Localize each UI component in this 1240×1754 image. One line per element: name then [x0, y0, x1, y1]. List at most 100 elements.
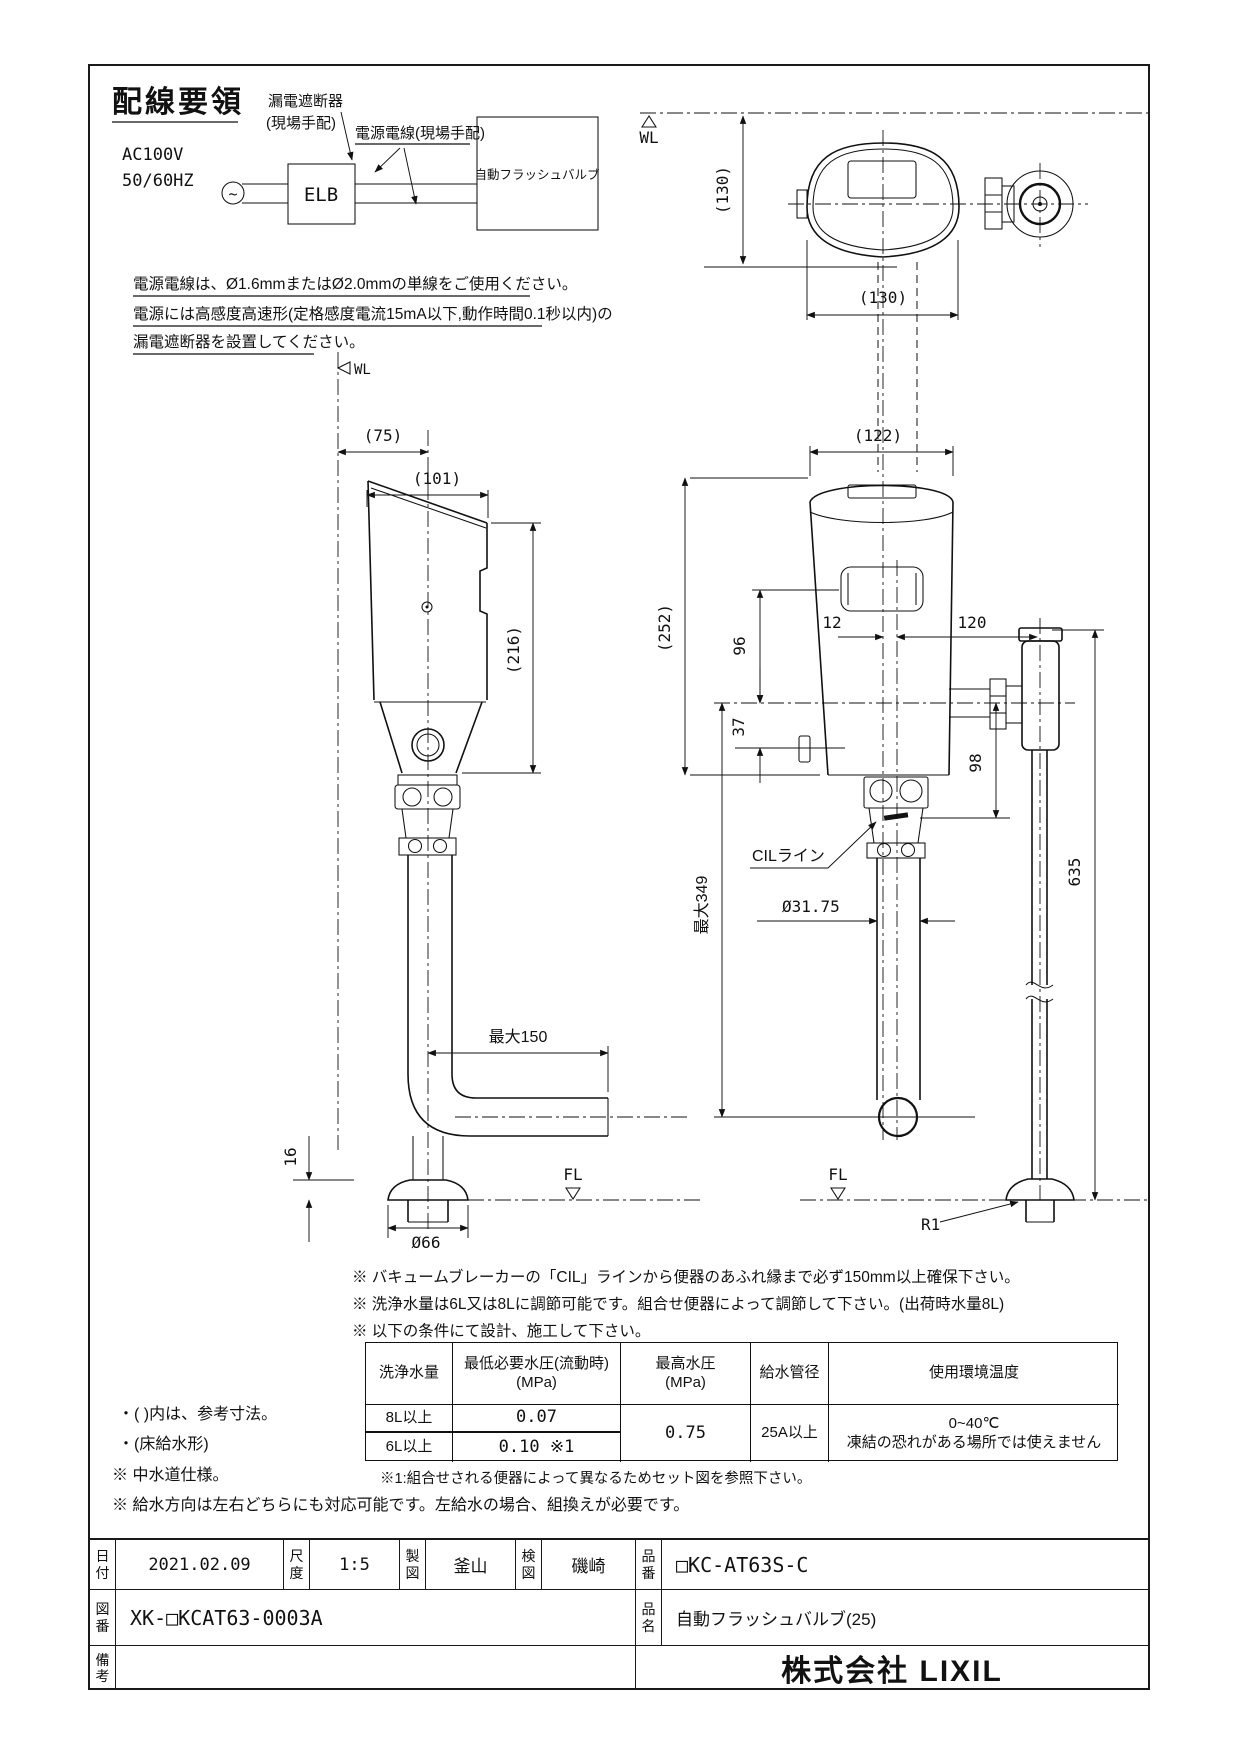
side-fl-label: FL: [563, 1165, 582, 1184]
valve-body-top-outline: [806, 142, 960, 258]
front-dim-max349: 最大349: [693, 876, 711, 935]
min-pressure-line2: (MPa): [516, 1373, 557, 1391]
flush-valve-box: [476, 116, 599, 231]
top-view: WL (130) (130): [639, 112, 1148, 472]
min-pressure-line1: 最低必要水圧(流動時): [464, 1354, 609, 1372]
front-dim-252: (252): [655, 604, 674, 652]
cell-volume-8l: 8L以上: [366, 1405, 453, 1433]
elb-box: [287, 163, 356, 225]
drafter-value: 釜山: [426, 1540, 516, 1590]
table-footnote: ※1:組合せされる便器によって異なるためセット図を参照下さい。: [380, 1471, 812, 1487]
power-spec-frequency: 50/60HZ: [122, 171, 194, 191]
sensor-window-front: [840, 566, 924, 612]
spec-table: 洗浄水量 最低必要水圧(流動時) (MPa) 最高水圧 (MPa) 給水管径 使…: [365, 1342, 1119, 1462]
cell-pressure-6l: 0.10 ※1: [453, 1433, 621, 1462]
cell-pipe-dia: 25A以上: [751, 1405, 829, 1462]
note-line-3: ※ 以下の条件にて設計、施工して下さい。: [352, 1323, 651, 1340]
reference-notes: ・( )内は、参考寸法。 ・(床給水形): [118, 1400, 277, 1460]
temp-range: 0~40℃: [948, 1414, 1000, 1432]
front-dim-635: 635: [1065, 858, 1084, 887]
col-header-pipe-dia: 給水管径: [751, 1343, 829, 1405]
flush-valve-box-label: 自動フラッシュバルブ: [474, 167, 600, 182]
wiring-note-3: 漏電遮断器を設置してください。: [133, 333, 365, 351]
union-nut-side: [394, 784, 461, 810]
product-name-label: 品名: [636, 1590, 662, 1645]
spec-note-1: ※ 中水道仕様。: [112, 1467, 229, 1484]
col-header-min-pressure: 最低必要水圧(流動時) (MPa): [453, 1343, 621, 1405]
general-notes: ※ バキュームブレーカーの「CIL」ラインから便器のあふれ縁まで必ず150mm以…: [352, 1264, 1020, 1345]
outlet-bend: [407, 1073, 471, 1137]
valve-body-front: [809, 484, 954, 503]
remarks-value: [116, 1646, 636, 1690]
scale-label: 尺度: [284, 1540, 310, 1590]
front-fl-label: FL: [828, 1165, 847, 1184]
front-dim-12: 12: [822, 613, 841, 632]
date-label: 日付: [90, 1540, 116, 1590]
floor-flange-side: [387, 1179, 469, 1201]
wiring-diagram: 配線要領 漏電遮断器 (現場手配) 電源電線(現場手配) AC100V 50/6…: [112, 85, 613, 355]
cell-max-pressure: 0.75: [621, 1405, 751, 1462]
note-line-1: ※ バキュームブレーカーの「CIL」ラインから便器のあふれ縁まで必ず150mm以…: [352, 1269, 1020, 1286]
col-header-temp: 使用環境温度: [829, 1343, 1119, 1405]
ac-source-icon: [221, 181, 245, 205]
checker-label: 検図: [516, 1540, 542, 1590]
front-dim-120: 120: [958, 613, 987, 632]
side-dim-216: (216): [504, 626, 523, 674]
supply-nut-top: [984, 177, 1003, 230]
side-wl-label: WL: [354, 362, 371, 378]
drawing-canvas: 配線要領 漏電遮断器 (現場手配) 電源電線(現場手配) AC100V 50/6…: [112, 85, 1148, 1252]
spec-note-2: ※ 給水方向は左右どちらにも対応可能です。左給水の場合、組換えが必要です。: [112, 1497, 690, 1514]
part-no-label: 品番: [636, 1540, 662, 1590]
fl-marker-side-icon: [565, 1187, 581, 1200]
cable-leader-1: [374, 147, 401, 173]
side-dim-16: 16: [281, 1147, 300, 1166]
company-logo: 株式会社 LIXIL: [781, 1655, 1003, 1688]
scale-value: 1:5: [310, 1540, 400, 1590]
cil-line-label: CILライン: [752, 848, 825, 865]
top-dim-height: (130): [713, 166, 732, 214]
col-header-max-pressure: 最高水圧 (MPa): [621, 1343, 751, 1405]
side-dim-101: (101): [413, 469, 461, 488]
side-dim-66: Ø66: [412, 1233, 441, 1252]
breaker-leader: [340, 111, 354, 161]
wiring-title: 配線要領: [112, 85, 244, 119]
note-line-2: ※ 洗浄水量は6L又は8Lに調節可能です。組合せ便器によって調節して下さい。(出…: [352, 1296, 1005, 1313]
union-nut-front: [863, 776, 929, 809]
wiring-note-1: 電源電線は、Ø1.6mmまたはØ2.0mmの単線をご使用ください。: [133, 275, 577, 293]
cell-pressure-8l: 0.07: [453, 1405, 621, 1433]
front-dim-3175: Ø31.75: [782, 897, 840, 916]
cable-leader-2: [403, 147, 418, 205]
temp-warning: 凍結の恐れがある場所では使えません: [846, 1433, 1102, 1451]
front-dim-r1: R1: [921, 1215, 940, 1234]
wl-marker-side-icon: [336, 361, 351, 375]
ref-note-2: ・(床給水形): [118, 1436, 209, 1453]
side-tab-front: [798, 735, 811, 763]
side-dim-max150: 最大150: [489, 1028, 548, 1046]
fixing-screw-icon: [421, 601, 433, 613]
spout-nozzle: [411, 728, 445, 762]
front-dim-37: 37: [729, 717, 748, 736]
cable-label: 電源電線(現場手配): [355, 125, 485, 142]
cell-temp: 0~40℃ 凍結の恐れがある場所では使えません: [829, 1405, 1119, 1462]
front-dim-98: 98: [966, 753, 985, 772]
supply-nut-front: [989, 678, 1007, 730]
ac-wave-icon: ~: [228, 185, 237, 203]
max-pressure-line2: (MPa): [665, 1373, 706, 1391]
fl-marker-front-icon: [830, 1187, 846, 1200]
product-name-value: 自動フラッシュバルブ(25): [676, 1610, 877, 1630]
checker-value: 磯崎: [542, 1540, 636, 1590]
front-dim-122: (122): [854, 426, 902, 445]
drafter-label: 製図: [400, 1540, 426, 1590]
floor-flange-front: [1005, 1178, 1075, 1201]
title-block: 日付 2021.02.09 尺度 1:5 製図 釜山 検図 磯崎 品番 □KC-…: [88, 1538, 1150, 1690]
wiring-note-2: 電源には高感度高速形(定格感度電流15mA以下,動作時間0.1秒以内)の: [133, 305, 613, 323]
cell-volume-6l: 6L以上: [366, 1433, 453, 1462]
side-dim-75: (75): [364, 426, 403, 445]
breaker-label: 漏電遮断器: [268, 93, 343, 110]
part-no-value: □KC-AT63S-C: [676, 1552, 809, 1577]
remarks-label: 備考: [90, 1646, 116, 1690]
dwg-no-value: XK-□KCAT63-0003A: [116, 1590, 636, 1645]
wl-marker-icon: [641, 115, 657, 128]
power-spec-voltage: AC100V: [122, 145, 183, 165]
